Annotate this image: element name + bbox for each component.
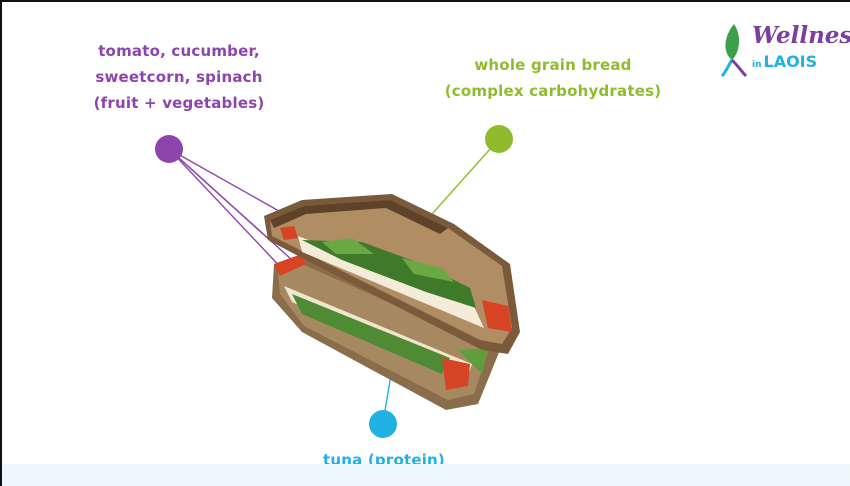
bread-label-line-2: (complex carbohydrates) [410, 78, 696, 104]
callout-dot-purple [155, 135, 183, 163]
vegetables-label-line-3: (fruit + vegetables) [70, 90, 288, 116]
vegetables-label-line-1: tomato, cucumber, [70, 38, 288, 64]
callout-dot-green [485, 125, 513, 153]
bread-label: whole grain bread (complex carbohydrates… [410, 52, 696, 104]
sandwich-image [264, 194, 520, 410]
vegetables-label: tomato, cucumber, sweetcorn, spinach (fr… [70, 38, 288, 116]
leaf-logo-icon [718, 22, 750, 78]
logo-region: inLAOIS [752, 52, 817, 71]
bread-label-line-1: whole grain bread [410, 52, 696, 78]
logo-region-name: LAOIS [764, 52, 818, 71]
bread-connector [432, 139, 499, 214]
callout-dot-blue [369, 410, 397, 438]
logo-prefix: in [752, 60, 762, 70]
wellness-in-laois-logo: Wellness inLAOIS [718, 18, 850, 82]
vegetables-label-line-2: sweetcorn, spinach [70, 64, 288, 90]
bottom-strip [2, 464, 850, 486]
logo-wordmark: Wellness [752, 22, 850, 49]
